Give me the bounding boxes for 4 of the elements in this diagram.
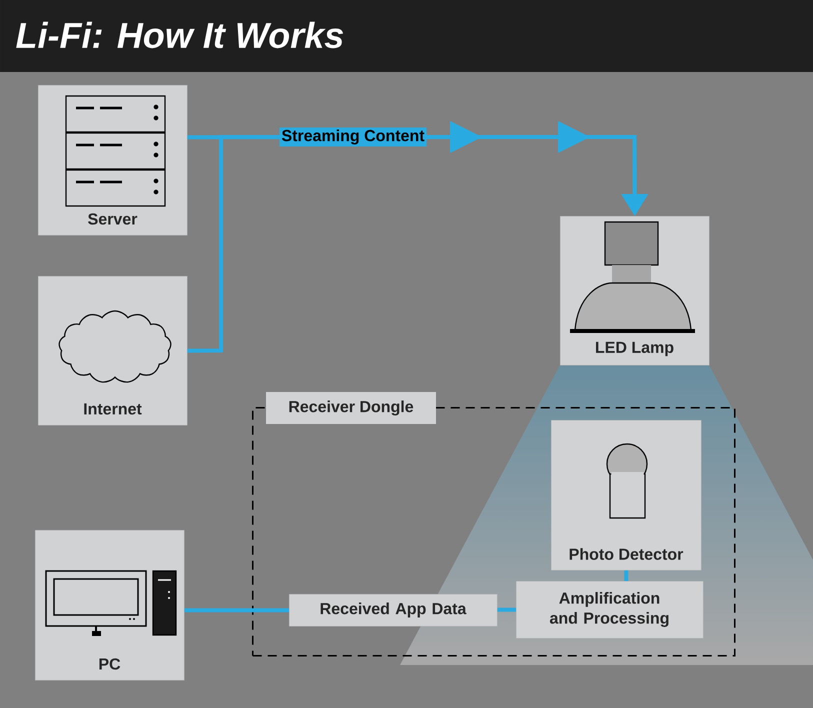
title-bar: Li-Fi: How It Works (0, 0, 813, 72)
processing-box: Amplification and Processing (516, 581, 704, 638)
data-box: Received App Data (289, 594, 498, 626)
edge-label: Streaming Content (279, 128, 427, 146)
